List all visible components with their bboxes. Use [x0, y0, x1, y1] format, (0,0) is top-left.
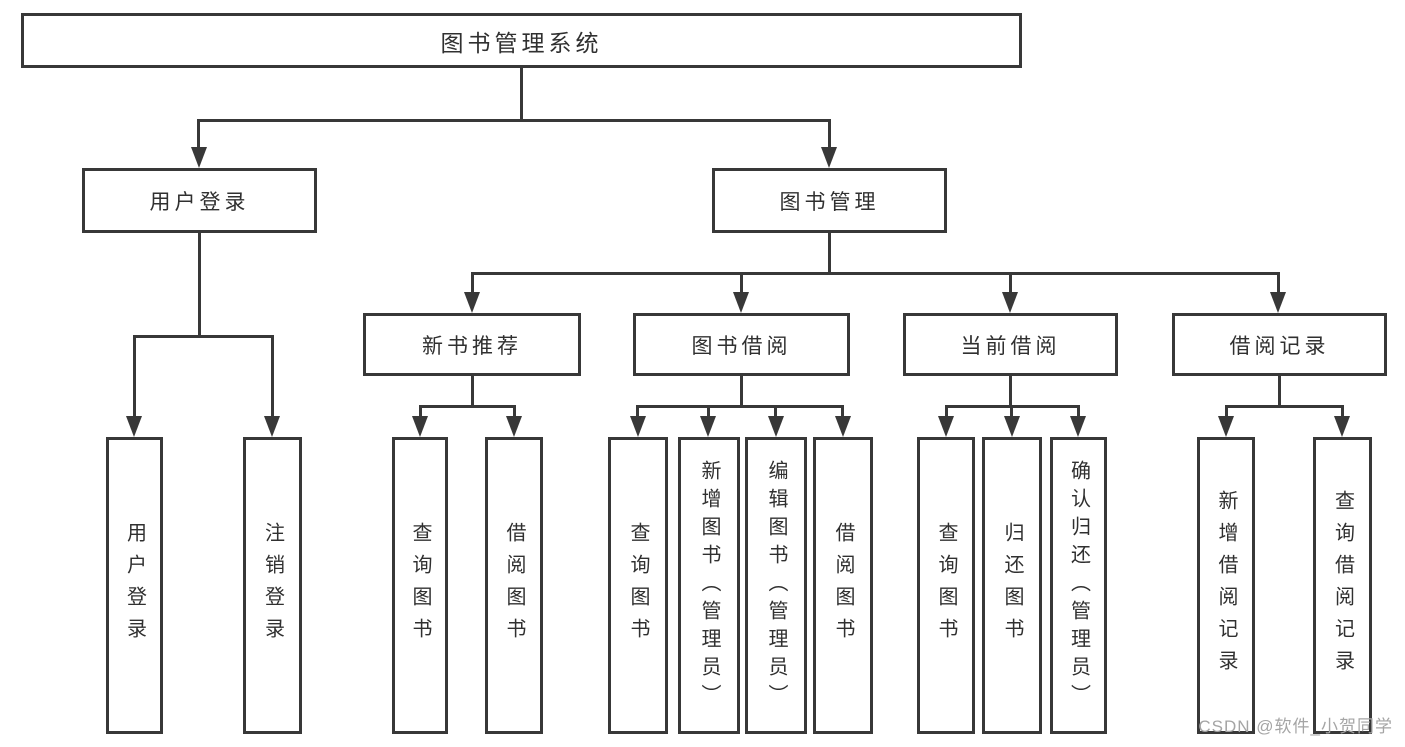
connector-line [1010, 405, 1013, 419]
connector-line [420, 405, 515, 408]
connector-line [945, 405, 948, 419]
connector-line [1278, 376, 1281, 405]
arrow-down-icon [1070, 416, 1086, 437]
node-label: 新增图书（管理员） [698, 459, 720, 712]
node-leaf-edit-book-admin: 编辑图书（管理员） [745, 437, 807, 734]
node-label: 查询图书 [935, 521, 957, 650]
arrow-down-icon [1270, 292, 1286, 313]
node-leaf-logout: 注销登录 [243, 437, 302, 734]
connector-line [740, 376, 743, 405]
arrow-down-icon [412, 416, 428, 437]
node-label: 借阅图书 [503, 521, 525, 650]
arrow-down-icon [1334, 416, 1350, 437]
connector-line [471, 376, 474, 405]
node-new-book-recommend: 新书推荐 [363, 313, 581, 376]
connector-line [1009, 376, 1012, 405]
connector-line [740, 272, 743, 295]
connector-line [828, 233, 831, 272]
arrow-down-icon [1004, 416, 1020, 437]
arrow-down-icon [264, 416, 280, 437]
connector-line [513, 405, 516, 419]
arrow-down-icon [126, 416, 142, 437]
node-label: 注销登录 [261, 521, 284, 650]
connector-line [707, 405, 710, 419]
arrow-down-icon [821, 147, 837, 168]
connector-line [197, 119, 831, 122]
arrow-down-icon [464, 292, 480, 313]
arrow-down-icon [733, 292, 749, 313]
node-current-borrow: 当前借阅 [903, 313, 1118, 376]
arrow-down-icon [835, 416, 851, 437]
connector-line [1226, 405, 1343, 408]
node-label: 借阅图书 [832, 521, 854, 650]
connector-line [133, 335, 136, 418]
node-leaf-user-login: 用户登录 [106, 437, 163, 734]
node-book-borrow: 图书借阅 [633, 313, 850, 376]
arrow-down-icon [506, 416, 522, 437]
connector-line [1009, 272, 1012, 295]
connector-line [471, 272, 474, 295]
connector-line [198, 233, 201, 335]
node-leaf-query-borrow-record: 查询借阅记录 [1313, 437, 1372, 734]
connector-line [828, 119, 831, 150]
arrow-down-icon [191, 147, 207, 168]
node-label: 归还图书 [1001, 521, 1023, 650]
node-library-management-system: 图书管理系统 [21, 13, 1022, 68]
arrow-down-icon [1002, 292, 1018, 313]
arrow-down-icon [768, 416, 784, 437]
arrow-down-icon [700, 416, 716, 437]
connector-line [271, 335, 274, 418]
node-borrow-records: 借阅记录 [1172, 313, 1387, 376]
node-leaf-return-book: 归还图书 [982, 437, 1042, 734]
connector-line [1277, 272, 1280, 295]
node-label: 用户登录 [123, 521, 146, 650]
node-label: 确认归还（管理员） [1067, 459, 1090, 712]
node-label: 查询图书 [627, 521, 649, 650]
node-book-management: 图书管理 [712, 168, 947, 233]
node-label: 编辑图书（管理员） [765, 459, 787, 712]
connector-line [1225, 405, 1228, 419]
node-leaf-borrow-books-recommend: 借阅图书 [485, 437, 543, 734]
node-leaf-confirm-return-admin: 确认归还（管理员） [1050, 437, 1107, 734]
watermark: CSDN @软件_小贺同学 [1198, 717, 1393, 736]
node-leaf-query-books-borrow: 查询图书 [608, 437, 668, 734]
node-leaf-borrow-books: 借阅图书 [813, 437, 873, 734]
connector-line [419, 405, 422, 419]
node-label: 查询借阅记录 [1331, 489, 1354, 682]
connector-line [471, 272, 1279, 275]
connector-line [774, 405, 777, 419]
connector-line [1341, 405, 1344, 419]
node-leaf-add-book-admin: 新增图书（管理员） [678, 437, 740, 734]
arrow-down-icon [630, 416, 646, 437]
connector-line [841, 405, 844, 419]
connector-line [197, 119, 200, 150]
node-label: 新增借阅记录 [1215, 489, 1237, 682]
node-leaf-query-books-current: 查询图书 [917, 437, 975, 734]
connector-line [637, 405, 844, 408]
connector-line [134, 335, 273, 338]
node-label: 查询图书 [409, 521, 431, 650]
node-leaf-add-borrow-record: 新增借阅记录 [1197, 437, 1255, 734]
node-user-login: 用户登录 [82, 168, 317, 233]
connector-line [1077, 405, 1080, 419]
connector-line [520, 66, 523, 119]
connector-line [636, 405, 639, 419]
arrow-down-icon [1218, 416, 1234, 437]
arrow-down-icon [938, 416, 954, 437]
node-leaf-query-books-recommend: 查询图书 [392, 437, 448, 734]
